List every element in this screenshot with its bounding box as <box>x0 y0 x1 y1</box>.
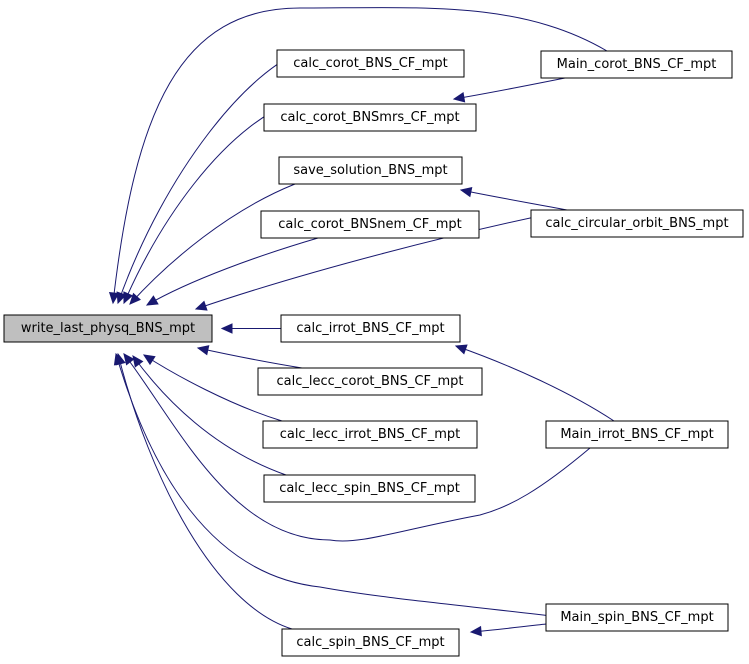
focus-node-label: write_last_physq_BNS_mpt <box>21 321 195 336</box>
node-box <box>257 367 483 396</box>
node-box <box>280 314 461 343</box>
arrowhead <box>194 300 208 311</box>
arrowhead <box>123 353 135 366</box>
node-label: save_solution_BNS_mpt <box>293 163 447 178</box>
edge-n5-to-focus <box>220 323 281 334</box>
node-calc-corot-bns-cf-mpt[interactable]: calc_corot_BNS_CF_mpt <box>276 49 465 78</box>
edge-n13-to-n9 <box>469 623 547 637</box>
node-calc-irrot-bns-cf-mpt[interactable]: calc_irrot_BNS_CF_mpt <box>280 314 461 343</box>
node-box <box>260 210 480 239</box>
node-main-corot-bns-cf-mpt[interactable]: Main_corot_BNS_CF_mpt <box>540 50 733 79</box>
node-main-irrot-bns-cf-mpt[interactable]: Main_irrot_BNS_CF_mpt <box>545 420 729 449</box>
node-box <box>545 603 729 632</box>
edge-line <box>470 623 547 633</box>
node-box <box>263 103 477 132</box>
edge-n11-to-n3 <box>459 186 568 211</box>
arrowhead <box>469 625 482 637</box>
edge-line <box>143 354 283 422</box>
node-calc-circular-orbit-bns-mpt[interactable]: calc_circular_orbit_BNS_mpt <box>530 209 744 238</box>
edge-line <box>460 189 568 211</box>
node-box <box>540 50 733 79</box>
edge-line <box>123 353 591 542</box>
arrowhead <box>129 292 141 305</box>
edge-line <box>123 103 288 304</box>
node-calc-lecc-corot-bns-cf-mpt[interactable]: calc_lecc_corot_BNS_CF_mpt <box>257 367 483 396</box>
edge-line <box>132 355 287 476</box>
arrowhead <box>196 345 210 356</box>
arrowhead <box>113 352 125 366</box>
node-calc-corot-bnsmrs-cf-mpt[interactable]: calc_corot_BNSmrs_CF_mpt <box>263 103 477 132</box>
arrowhead <box>123 291 134 305</box>
node-box <box>276 49 465 78</box>
focus-node-box <box>3 314 213 343</box>
arrowhead <box>108 291 120 305</box>
edge-n2-to-focus <box>123 103 288 305</box>
edge-line <box>455 345 615 422</box>
edge-line <box>129 183 296 305</box>
edges-layer <box>108 7 615 637</box>
node-calc-corot-bnsnem-cf-mpt[interactable]: calc_corot_BNSnem_CF_mpt <box>260 210 480 239</box>
arrowhead <box>459 186 473 198</box>
arrowhead <box>452 92 466 103</box>
node-box <box>278 156 463 185</box>
edge-line <box>112 7 608 304</box>
node-box <box>530 209 744 238</box>
node-label: calc_lecc_corot_BNS_CF_mpt <box>277 374 464 389</box>
edge-n3-to-focus <box>129 183 296 305</box>
node-label: calc_corot_BNSnem_CF_mpt <box>278 217 461 232</box>
node-box <box>545 420 729 449</box>
node-label: Main_irrot_BNS_CF_mpt <box>560 427 713 442</box>
arrowhead <box>220 323 233 334</box>
edge-n10-to-n2 <box>452 77 566 103</box>
arrowhead <box>454 344 468 355</box>
node-label: calc_corot_BNS_CF_mpt <box>293 56 448 71</box>
edge-line <box>117 49 306 304</box>
edge-n8-to-focus <box>132 355 287 476</box>
node-focus[interactable]: write_last_physq_BNS_mpt <box>3 314 213 343</box>
node-main-spin-bns-cf-mpt[interactable]: Main_spin_BNS_CF_mpt <box>545 603 729 632</box>
edge-line <box>453 77 566 100</box>
edge-line <box>195 209 569 310</box>
arrowhead <box>132 355 144 368</box>
node-label: calc_circular_orbit_BNS_mpt <box>545 216 728 231</box>
node-label: calc_spin_BNS_CF_mpt <box>296 635 444 650</box>
edge-n7-to-focus <box>142 354 283 422</box>
edge-n12-to-n5 <box>454 344 615 422</box>
node-label: calc_irrot_BNS_CF_mpt <box>296 321 444 336</box>
edge-n10-to-focus <box>108 7 608 305</box>
edge-n6-to-focus <box>196 345 303 369</box>
arrowhead <box>142 354 156 366</box>
node-label: Main_spin_BNS_CF_mpt <box>560 610 713 625</box>
edge-line <box>146 237 319 306</box>
edge-line <box>197 347 303 369</box>
edge-n12-to-focus <box>123 353 591 542</box>
arrowhead <box>145 295 159 306</box>
node-save-solution-bns-mpt[interactable]: save_solution_BNS_mpt <box>278 156 463 185</box>
node-label: calc_lecc_irrot_BNS_CF_mpt <box>280 427 461 442</box>
node-box <box>263 474 476 503</box>
edge-n1-to-focus <box>116 49 306 305</box>
nodes-layer: write_last_physq_BNS_mpt calc_corot_BNS_… <box>3 49 744 657</box>
edge-n13-to-focus <box>113 352 561 618</box>
node-calc-spin-bns-cf-mpt[interactable]: calc_spin_BNS_CF_mpt <box>281 628 460 657</box>
node-box <box>262 420 478 449</box>
edge-line <box>115 353 561 618</box>
node-box <box>281 628 460 657</box>
edge-n11-to-focus <box>194 209 569 311</box>
node-label: Main_corot_BNS_CF_mpt <box>557 57 717 72</box>
edge-n4-to-focus <box>145 237 319 306</box>
node-calc-lecc-spin-bns-cf-mpt[interactable]: calc_lecc_spin_BNS_CF_mpt <box>263 474 476 503</box>
node-label: calc_lecc_spin_BNS_CF_mpt <box>279 481 460 496</box>
node-calc-lecc-irrot-bns-cf-mpt[interactable]: calc_lecc_irrot_BNS_CF_mpt <box>262 420 478 449</box>
node-label: calc_corot_BNSmrs_CF_mpt <box>280 110 459 125</box>
